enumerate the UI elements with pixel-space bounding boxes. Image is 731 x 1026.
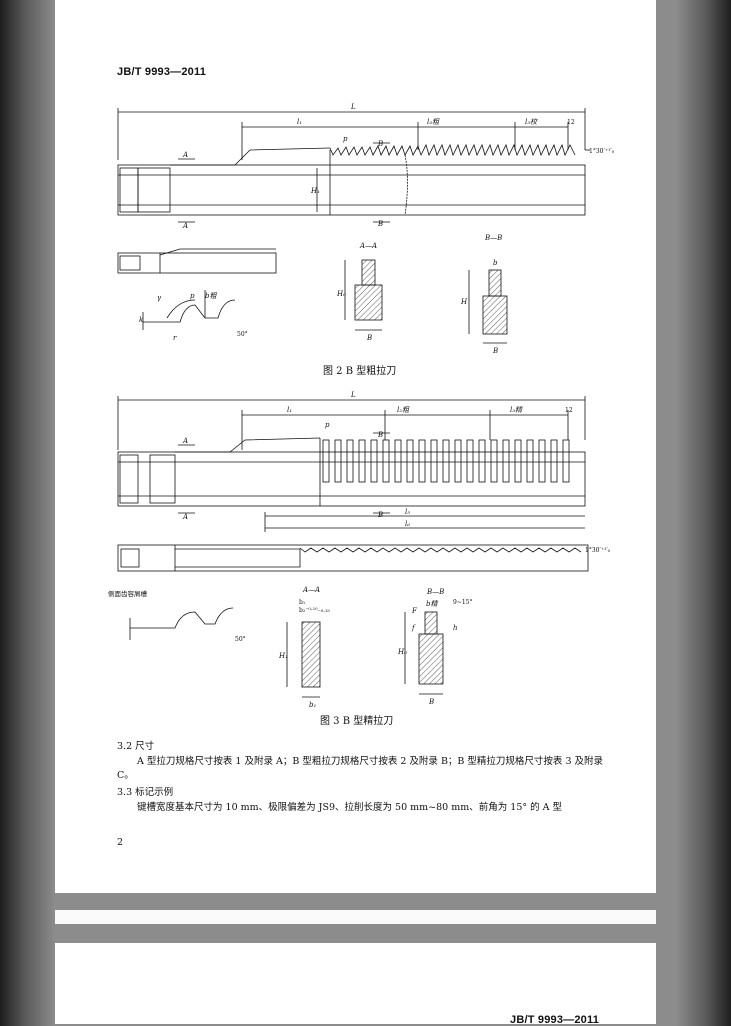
fig2-label-A-bottom: A	[182, 222, 188, 230]
fig2-label-gamma: γ	[157, 294, 162, 302]
fig3-label-A-bottom: A	[182, 513, 188, 521]
fig3-label-B-BB: B	[428, 698, 434, 706]
fig2-label-L: L	[350, 103, 356, 111]
fig3-label-l2: l₂粗	[397, 406, 410, 414]
figure-3-drawing: L l₁ l₂粗 l₃精 12 p A A B B l₅ l₆ 1°30′⁺¹′…	[108, 391, 611, 709]
fig3-label-l3: l₃精	[510, 406, 523, 414]
fig3-label-B-top: B	[377, 431, 383, 439]
fig2-label-A-top: A	[182, 151, 188, 159]
fig3-label-side-groove: 侧面齿容屑槽	[108, 589, 148, 598]
fig2-label-bpx: b粗	[205, 292, 217, 300]
fig2-label-l3: l₃粗	[427, 118, 440, 126]
fig2-label-B-BB: B	[492, 347, 498, 355]
fig3-label-BB: B—B	[426, 588, 444, 596]
fig2-label-12: 12	[567, 119, 575, 126]
fig3-label-h: h	[453, 624, 458, 632]
fig3-label-b2: b₂⁻⁰·¹⁰₋₀.₁₅	[299, 607, 330, 614]
fig3-label-l6: l₆	[405, 520, 410, 528]
fig2-label-k: k	[139, 316, 143, 324]
fig2-label-AA: A—A	[359, 242, 377, 250]
fig2-label-50deg: 50°	[237, 331, 248, 338]
document-page-2: JB/T 9993—2011	[55, 943, 656, 1026]
fig2-label-H1: H₁	[310, 187, 320, 195]
page-number: 2	[117, 837, 124, 848]
fig3-label-l5: l₅	[405, 508, 410, 516]
fig3-label-B-bottom: B	[377, 511, 383, 519]
figure-3-caption: 图 3 B 型精拉刀	[320, 716, 394, 727]
fig3-label-A-top: A	[182, 437, 188, 445]
fig3-label-L: L	[350, 391, 356, 399]
fig2-label-l4: l₃校	[525, 118, 538, 126]
fig3-label-12: 12	[565, 407, 573, 414]
section-3-2-title: 3.2 尺寸	[117, 741, 155, 752]
document-page: JB/T 9993—2011	[55, 0, 656, 893]
fig3-label-angle: 1°30′⁺¹′₀	[585, 547, 611, 554]
fig3-label-bm: b精	[426, 600, 438, 608]
page-gap-strip	[55, 910, 656, 924]
fig3-label-F: F	[411, 607, 418, 615]
fig3-label-f: f	[411, 624, 416, 632]
fig3-label-H1: H₁	[278, 652, 288, 660]
fig3-label-b1-bottom: b₁	[309, 701, 316, 709]
fig2-label-B-bottom: B	[377, 220, 383, 228]
standard-code-header: JB/T 9993—2011	[117, 66, 207, 78]
figure-2-drawing: L l₁ l₃粗 l₃校 12 p A A B B H₁ 1°30′⁺¹′₀ A…	[117, 103, 615, 355]
fig2-label-angle: 1°30′⁺¹′₀	[589, 148, 615, 155]
fig3-label-50deg: 50°	[235, 636, 246, 643]
fig3-label-H0: H₀	[397, 648, 407, 656]
fig3-label-b1: b₁	[299, 599, 305, 606]
fig2-label-b: b	[493, 259, 498, 267]
figure-2-caption: 图 2 B 型粗拉刀	[323, 366, 397, 377]
fig3-label-deg: 9~15°	[453, 599, 472, 606]
fig2-label-r: r	[173, 334, 177, 342]
section-3-3-body: 键槽宽度基本尺寸为 10 mm、极限偏差为 JS9、拉削长度为 50 mm~80…	[137, 802, 563, 813]
fig2-label-B-top: B	[377, 140, 383, 148]
section-3-2-body: A 型拉刀规格尺寸按表 1 及附录 A；B 型粗拉刀规格尺寸按表 2 及附录 B…	[117, 756, 604, 781]
fig2-label-p: p	[343, 135, 348, 143]
fig2-label-H: H	[460, 298, 468, 306]
fig2-label-H0: H₀	[336, 290, 346, 298]
fig2-label-B-AA: B	[366, 334, 372, 342]
fig3-label-l1: l₁	[287, 406, 292, 414]
section-3-3-title: 3.3 标记示例	[117, 787, 174, 798]
fig2-label-l1: l₁	[297, 118, 302, 126]
fig2-label-BB: B—B	[484, 234, 502, 242]
fig2-label-p-detail: p	[190, 292, 195, 300]
page2-standard-code-header: JB/T 9993—2011	[510, 1014, 600, 1026]
fig3-label-AA: A—A	[302, 586, 320, 594]
fig3-label-p: p	[325, 421, 330, 429]
